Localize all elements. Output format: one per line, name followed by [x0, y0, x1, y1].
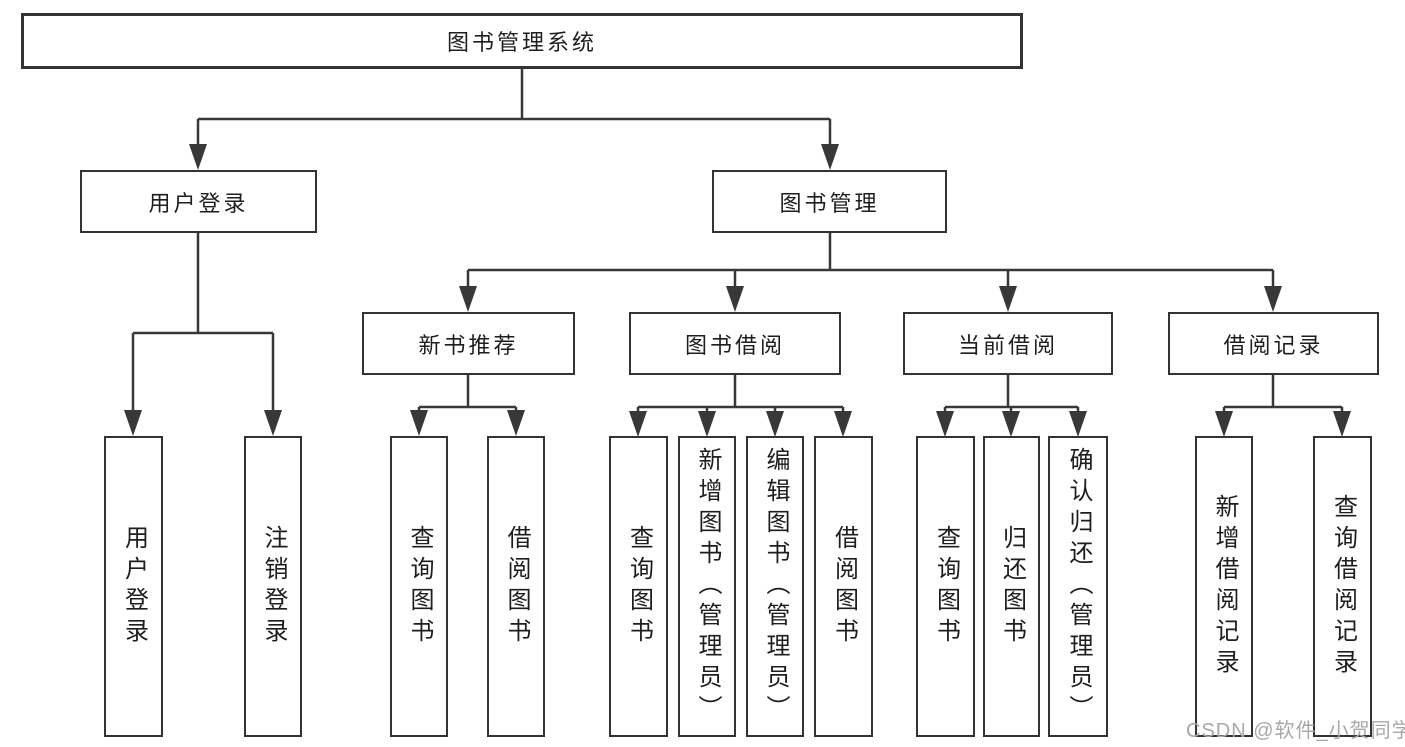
- leaf-add-borrow-record-label: 新增借阅记录: [1211, 493, 1238, 680]
- leaf-query-borrow-record-label: 查询借阅记录: [1329, 493, 1357, 680]
- leaf-query-books-current-label: 查询图书: [932, 524, 960, 649]
- node-user-login-label: 用户登录: [148, 190, 249, 216]
- leaf-query-books-recommend-label: 查询图书: [406, 524, 433, 649]
- leaf-borrow-books-borrow-label: 借阅图书: [830, 524, 858, 649]
- leaf-confirm-return-admin: 确认归还（管理员）: [1048, 436, 1108, 737]
- node-book-management-label: 图书管理: [779, 190, 880, 216]
- leaf-borrow-books-recommend: 借阅图书: [487, 436, 545, 737]
- leaf-query-books-recommend: 查询图书: [390, 436, 448, 737]
- leaf-confirm-return-admin-label: 确认归还（管理员）: [1065, 447, 1092, 726]
- leaf-return-book: 归还图书: [983, 436, 1040, 737]
- leaf-borrow-books-recommend-label: 借阅图书: [503, 524, 530, 649]
- leaf-user-login: 用户登录: [104, 436, 163, 737]
- node-borrow-records-label: 借阅记录: [1223, 332, 1324, 358]
- node-new-book-recommend-label: 新书推荐: [418, 332, 519, 358]
- leaf-add-book-admin: 新增图书（管理员）: [678, 436, 736, 737]
- node-user-login: 用户登录: [80, 170, 317, 233]
- node-new-book-recommend: 新书推荐: [362, 312, 575, 375]
- leaf-user-login-label: 用户登录: [120, 524, 148, 649]
- leaf-query-books-borrow: 查询图书: [609, 436, 668, 737]
- node-root-label: 图书管理系统: [446, 30, 597, 55]
- leaf-query-books-current: 查询图书: [916, 436, 975, 737]
- node-borrow-records: 借阅记录: [1168, 312, 1379, 375]
- leaf-edit-book-admin: 编辑图书（管理员）: [746, 436, 804, 737]
- leaf-query-books-borrow-label: 查询图书: [625, 524, 653, 649]
- node-current-borrow: 当前借阅: [903, 312, 1113, 375]
- csdn-watermark: CSDN @软件_小贺同学: [1186, 720, 1405, 742]
- leaf-return-book-label: 归还图书: [998, 524, 1026, 649]
- leaf-borrow-books-borrow: 借阅图书: [814, 436, 873, 737]
- node-current-borrow-label: 当前借阅: [957, 332, 1058, 358]
- leaf-query-borrow-record: 查询借阅记录: [1313, 436, 1372, 737]
- node-book-management: 图书管理: [712, 170, 947, 233]
- leaf-logout: 注销登录: [244, 436, 302, 737]
- node-root: 图书管理系统: [21, 13, 1023, 69]
- leaf-logout-label: 注销登录: [260, 524, 287, 649]
- leaf-add-book-admin-label: 新增图书（管理员）: [694, 447, 721, 726]
- node-book-borrow-label: 图书借阅: [684, 332, 785, 358]
- leaf-edit-book-admin-label: 编辑图书（管理员）: [762, 447, 789, 726]
- leaf-add-borrow-record: 新增借阅记录: [1195, 436, 1253, 737]
- node-book-borrow: 图书借阅: [629, 312, 841, 375]
